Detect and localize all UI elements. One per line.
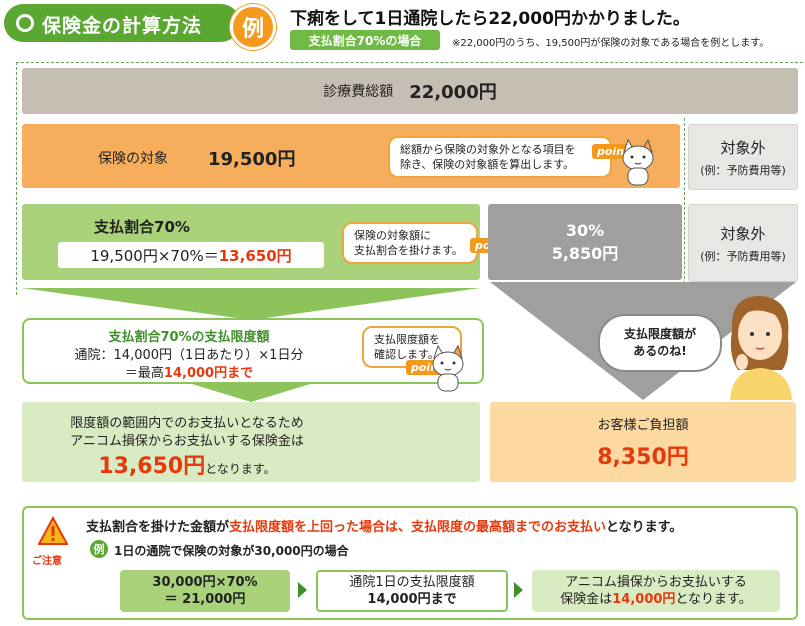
caution-case: 1日の通院で保険の対象が30,000円の場合: [114, 542, 349, 559]
payment-rate-title: 支払割合70%: [22, 216, 262, 237]
step3-line1: アニコム損保からお支払いする: [565, 574, 747, 591]
caution-msg-c: となります。: [606, 520, 682, 535]
speech-line2: あるのね!: [624, 343, 696, 360]
payout-amount: 13,650円: [98, 454, 205, 479]
caution-message: 支払割合を掛けた金額が支払限度額を上回った場合は、支払限度の最高額までのお支払い…: [86, 516, 682, 535]
cap-max-prefix: ＝最高: [125, 366, 164, 381]
cap-max: ＝最高14,000円まで: [24, 362, 354, 381]
section-title-tag: 保険金の計算方法: [4, 4, 240, 42]
woman-illustration-icon: [712, 290, 802, 400]
cap-formula: 通院：14,000円（1日あたり）×1日分: [24, 344, 354, 363]
example-headline: 下痢をして1日通院したら22,000円かかりました。: [290, 4, 690, 29]
caution-example-badge: 例: [90, 540, 108, 558]
excluded-title: 対象外: [720, 137, 765, 158]
payout-line2: アニコム損保からお支払いする保険金は: [22, 430, 352, 449]
excluded-box-bottom: 対象外 (例：予防費用等): [688, 204, 798, 282]
step3-line2a: 保険金は: [560, 592, 612, 607]
cat-mascot-icon: [428, 344, 468, 392]
payment-cap-box: 支払割合70%の支払限度額 通院：14,000円（1日あたり）×1日分 ＝最高1…: [22, 318, 484, 384]
excluded-sub: (例：予防費用等): [700, 248, 786, 264]
cat-mascot-icon: [618, 138, 658, 186]
covered-hint-line2: 除き、保険の対象額を算出します。: [400, 157, 600, 172]
total-fee-label: 診療費総額: [323, 81, 393, 101]
excluded-title: 対象外: [720, 223, 765, 244]
warning-icon: [38, 516, 68, 548]
payment-hint-line1: 保険の対象額に: [354, 228, 466, 243]
cap-title: 支払割合70%の支払限度額: [24, 326, 354, 345]
excess-rate: 30%: [566, 221, 604, 240]
rate-pill: 支払割合70%の場合: [290, 30, 440, 50]
cap-max-value: 14,000円まで: [164, 366, 253, 381]
caution-step-1: 30,000円×70% ＝ 21,000円: [120, 570, 290, 612]
example-note: ※22,000円のうち、19,500円が保険の対象である場合を例とします。: [452, 34, 769, 49]
total-fee-box: 診療費総額 22,000円: [22, 68, 798, 114]
caution-msg-b: 支払限度額を上回った場合は、支払限度の最高額までのお支払い: [229, 520, 606, 535]
payout-line3: 13,650円となります。: [22, 448, 352, 480]
caution-msg-a: 支払割合を掛けた金額が: [86, 520, 229, 535]
customer-burden-label: お客様ご負担額: [597, 414, 688, 433]
excess-box: 30% 5,850円: [488, 204, 682, 280]
covered-value: 19,500円: [208, 145, 295, 171]
dotted-divider: [684, 118, 685, 294]
payment-calc-prefix: 19,500円×70%＝: [90, 245, 218, 266]
payment-rate-box: 支払割合70% 19,500円×70%＝13,650円 保険の対象額に 支払割合…: [22, 204, 480, 280]
total-fee-value: 22,000円: [409, 78, 496, 104]
covered-hint-line1: 総額から保険の対象外となる項目を: [400, 142, 600, 157]
step3-line2b: 14,000円: [612, 592, 675, 607]
step3-line2: 保険金は14,000円となります。: [560, 591, 752, 608]
example-badge: 例: [230, 4, 276, 50]
caution-step-3: アニコム損保からお支払いする 保険金は14,000円となります。: [532, 570, 780, 612]
payment-hint-bubble: 保険の対象額に 支払割合を掛けます。: [342, 222, 478, 264]
step1-line1: 30,000円×70%: [152, 574, 257, 591]
excluded-box-top: 対象外 (例：予防費用等): [688, 124, 798, 190]
step3-line2c: となります。: [675, 592, 751, 607]
arrow-right-icon: [514, 582, 523, 598]
caution-label: ご注意: [32, 552, 62, 567]
step1-line2: ＝ 21,000円: [165, 591, 246, 608]
payment-hint-line2: 支払割合を掛けます。: [354, 243, 466, 258]
insurance-payout-box: 限度額の範囲内でのお支払いとなるため アニコム損保からお支払いする保険金は 13…: [22, 402, 480, 482]
caution-box: ご注意 支払割合を掛けた金額が支払限度額を上回った場合は、支払限度の最高額までの…: [22, 506, 798, 620]
payout-line1: 限度額の範囲内でのお支払いとなるため: [22, 412, 352, 431]
covered-amount-box: 保険の対象 19,500円 総額から保険の対象外となる項目を 除き、保険の対象額…: [22, 124, 680, 188]
step2-line1: 通院1日の支払限度額: [349, 574, 474, 591]
covered-hint-bubble: 総額から保険の対象外となる項目を 除き、保険の対象額を算出します。: [388, 136, 612, 178]
section-title: 保険金の計算方法: [42, 11, 202, 38]
covered-label: 保険の対象: [98, 148, 168, 168]
excluded-sub: (例：予防費用等): [700, 162, 786, 178]
circle-icon: [16, 14, 34, 32]
payment-calc-result: 13,650円: [219, 245, 292, 266]
speech-bubble: 支払限度額が あるのね!: [598, 314, 722, 372]
excess-amount: 5,850円: [552, 240, 619, 264]
customer-burden-value: 8,350円: [597, 439, 689, 471]
payment-calc: 19,500円×70%＝13,650円: [58, 242, 324, 268]
caution-step-2: 通院1日の支払限度額 14,000円まで: [316, 570, 508, 612]
step2-line2: 14,000円まで: [367, 591, 456, 608]
payout-suffix: となります。: [205, 462, 275, 476]
customer-burden-box: お客様ご負担額 8,350円: [490, 402, 796, 482]
speech-line1: 支払限度額が: [624, 326, 696, 343]
arrow-right-icon: [298, 582, 307, 598]
